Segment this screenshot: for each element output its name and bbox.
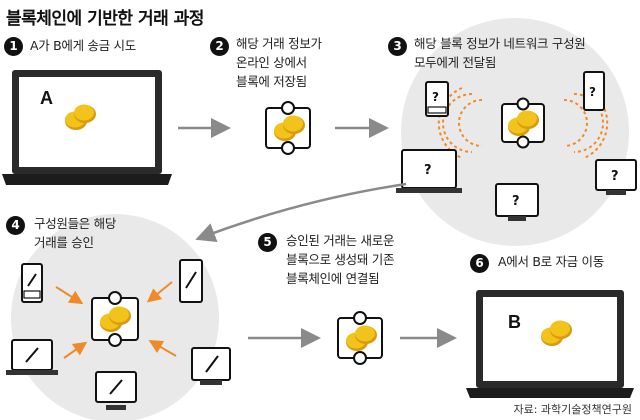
- flow-arrow-3-4: [195, 182, 407, 243]
- step-6-caption: A에서 B로 자금 이동: [498, 254, 604, 269]
- step-2-number: 2: [210, 37, 229, 56]
- unknown-mark-monitor-left: ?: [424, 163, 432, 178]
- network-step4: [6, 259, 231, 410]
- step-3-number: 3: [388, 37, 407, 56]
- step-5-caption: 승인된 거래는 새로운 블록으로 생성돼 기존 블록체인에 연결됨: [286, 233, 395, 286]
- source-credit: 자료: 과학기술정책연구원: [513, 403, 632, 416]
- diagram-title: 블록체인에 기반한 거래 과정: [6, 9, 204, 29]
- step-2-caption: 해당 거래 정보가 온라인 상에서 블록에 저장됨: [236, 36, 322, 89]
- block-step5: [337, 311, 383, 365]
- laptop-a-label: A: [40, 88, 53, 108]
- step-1-number: 1: [4, 37, 23, 56]
- unknown-mark-monitor-right: ?: [611, 169, 619, 184]
- laptop-b: [466, 290, 634, 398]
- unknown-mark-phone-right: ?: [589, 85, 596, 99]
- step-5-number: 5: [258, 233, 277, 252]
- step-1-caption: A가 B에게 송금 시도: [30, 38, 136, 53]
- step-4-number: 4: [6, 216, 25, 235]
- step-3-caption: 해당 블록 정보가 네트워크 구성원 모두에게 전달됨: [414, 36, 586, 70]
- unknown-mark-monitor-bottom: ?: [512, 194, 520, 209]
- step-6-number: 6: [470, 254, 489, 273]
- network-step3: [396, 71, 637, 221]
- block-step2: [265, 101, 311, 155]
- laptop-a: [2, 70, 172, 185]
- unknown-mark-phone-left: ?: [432, 90, 439, 104]
- step-4-caption: 구성원들은 해당 거래를 승인: [34, 216, 117, 250]
- laptop-b-label: B: [508, 312, 521, 332]
